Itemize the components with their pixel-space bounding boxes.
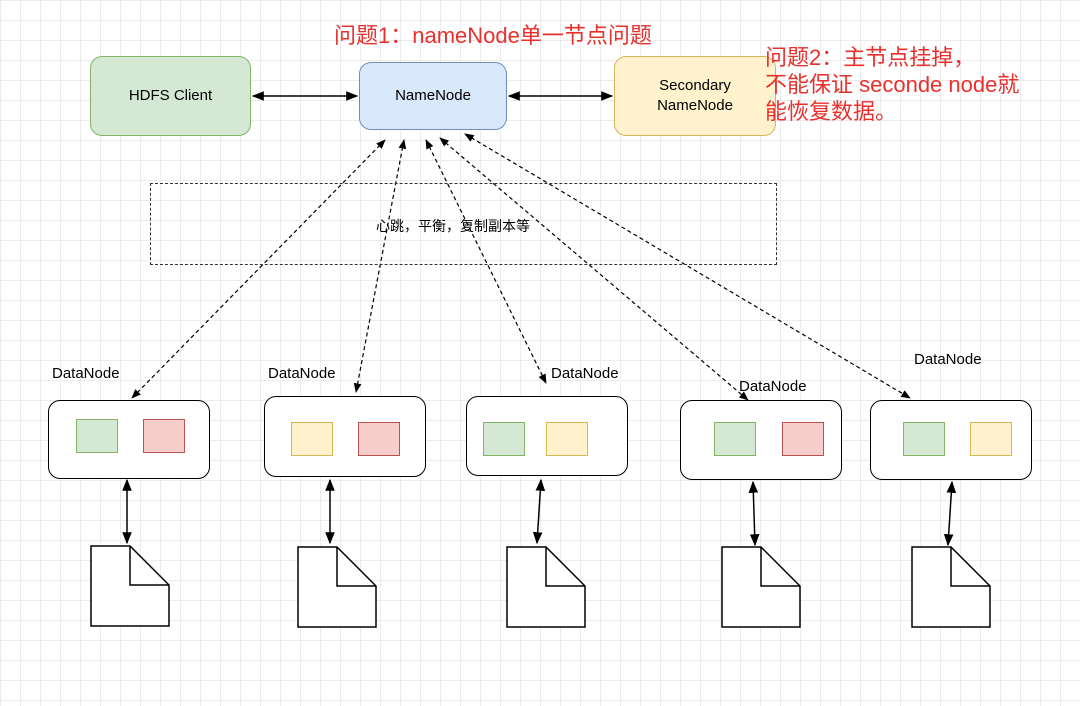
- datanode-1-file-icon: [90, 545, 170, 627]
- secondary-label-line1: Secondary: [659, 77, 731, 94]
- datanode-2-block-2: [358, 422, 400, 456]
- datanode-1-box: [48, 400, 210, 479]
- secondary-label-line2: NameNode: [657, 97, 733, 114]
- storage-arrow-5: [943, 480, 957, 547]
- datanode-2-label: DataNode: [268, 365, 336, 382]
- heartbeat-label: 心跳，平衡，复制副本等: [376, 218, 530, 234]
- problem-2-note: 问题2：主节点挂掉， 不能保证 seconde node就 能恢复数据。: [765, 44, 1019, 125]
- storage-arrow-4: [748, 480, 760, 547]
- datanode-2-box: [264, 396, 426, 477]
- namenode-node: NameNode: [359, 62, 507, 130]
- datanode-5-block-1: [903, 422, 945, 456]
- datanode-3-block-2: [546, 422, 588, 456]
- problem-2-line3: 能恢复数据。: [765, 99, 898, 124]
- heartbeat-link-2: [353, 139, 407, 393]
- heartbeat-group-box: [150, 183, 777, 265]
- datanode-2-file-icon: [297, 546, 377, 628]
- heartbeat-link-5: [464, 133, 911, 399]
- problem-1-note: 问题1：nameNode单一节点问题: [334, 23, 652, 48]
- secondary-namenode-node: Secondary NameNode: [614, 56, 776, 136]
- problem-2-line2: 不能保证 seconde node就: [765, 72, 1020, 97]
- datanode-1-block-1: [76, 419, 118, 453]
- hdfs-client-node: HDFS Client: [90, 56, 251, 136]
- datanode-4-file-icon: [721, 546, 801, 628]
- datanode-3-file-icon: [506, 546, 586, 628]
- datanode-3-label: DataNode: [551, 365, 619, 382]
- namenode-label: NameNode: [395, 87, 471, 104]
- datanode-4-box: [680, 400, 842, 480]
- datanode-1-label: DataNode: [52, 365, 120, 382]
- datanode-5-box: [870, 400, 1032, 480]
- datanode-5-file-icon: [911, 546, 991, 628]
- datanode-3-block-1: [483, 422, 525, 456]
- datanode-5-block-2: [970, 422, 1012, 456]
- datanode-2-block-1: [291, 422, 333, 456]
- datanode-3-box: [466, 396, 628, 476]
- heartbeat-link-1: [131, 139, 386, 399]
- storage-arrow-3: [532, 478, 546, 545]
- problem-2-line1: 问题2：主节点挂掉，: [765, 45, 976, 70]
- datanode-4-block-2: [782, 422, 824, 456]
- heartbeat-link-4: [439, 137, 749, 401]
- datanode-4-block-1: [714, 422, 756, 456]
- datanode-4-label: DataNode: [739, 378, 807, 395]
- datanode-1-block-2: [143, 419, 185, 453]
- datanode-5-label: DataNode: [914, 351, 982, 368]
- hdfs-client-label: HDFS Client: [128, 87, 213, 104]
